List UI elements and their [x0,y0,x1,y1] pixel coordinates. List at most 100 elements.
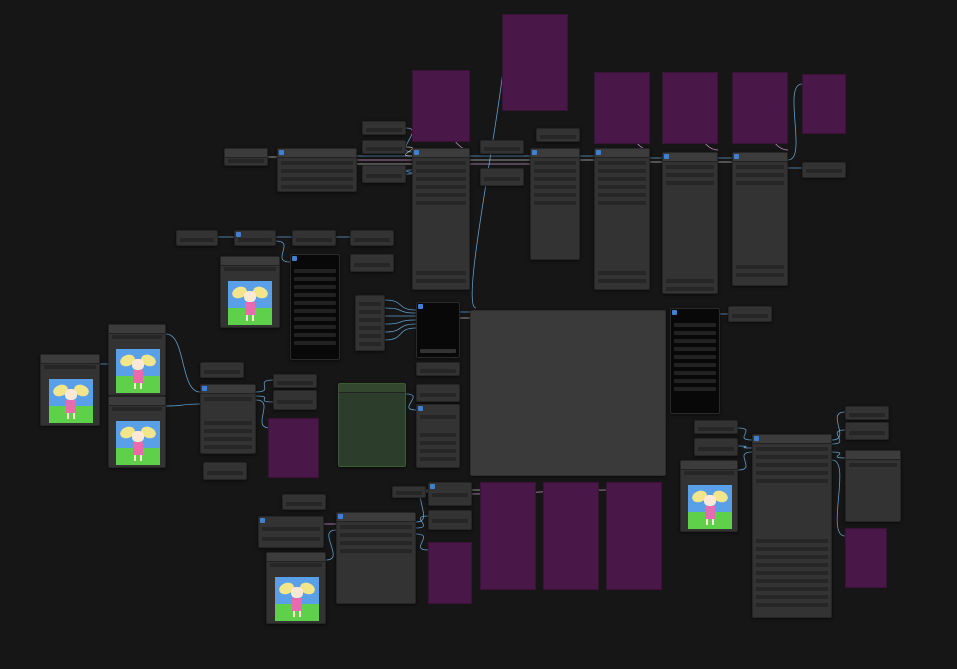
node-small-v[interactable] [428,482,472,506]
group-preview-9[interactable] [543,482,599,590]
wire-link [415,515,429,529]
group-preview-11[interactable] [845,528,887,588]
node-encoder[interactable] [200,384,256,454]
node-small-u[interactable] [392,486,426,498]
group-preview-5[interactable] [802,74,846,134]
node-text-output-1[interactable] [290,254,340,360]
node-small-z[interactable] [845,406,889,420]
badge-icon [418,304,423,309]
node-save[interactable] [802,162,846,178]
wire-link [737,451,753,471]
image-preview-icon [688,485,732,529]
node-sampler-1[interactable] [412,148,470,290]
node-small-r[interactable] [273,390,317,410]
wire-link [471,21,507,309]
group-preview-2[interactable] [594,72,650,144]
badge-icon [532,150,537,155]
node-load-image-5[interactable] [266,552,326,624]
wire-link [384,327,417,341]
node-small-n[interactable] [728,306,772,322]
badge-icon [260,518,265,523]
group-preview-top[interactable] [502,14,568,111]
badge-icon [664,154,669,159]
node-small-d[interactable] [480,140,524,154]
node-small-f[interactable] [536,128,580,142]
node-small-x[interactable] [694,420,738,434]
node-preview-black[interactable] [416,302,460,358]
node-small-y[interactable] [694,438,738,456]
badge-icon [754,436,759,441]
node-load-image-3[interactable] [108,324,166,396]
node-small-j[interactable] [350,230,394,246]
wire-link [831,411,846,441]
node-small-m[interactable] [416,384,460,402]
group-preview-7[interactable] [428,542,472,604]
badge-icon [596,150,601,155]
group-preview-1[interactable] [412,70,470,142]
wire-link [384,319,417,325]
badge-icon [292,256,297,261]
wire-link [325,529,337,561]
badge-icon [418,406,423,411]
badge-icon [414,150,419,155]
badge-icon [236,232,241,237]
node-small-q[interactable] [273,374,317,388]
wire-link [384,307,417,314]
node-small-c[interactable] [362,165,406,183]
node-load-image-1[interactable] [220,256,280,328]
node-small-aa[interactable] [845,422,889,440]
group-preview-4[interactable] [732,72,788,144]
group-note-green[interactable] [338,383,406,467]
image-canvas-panel[interactable] [470,310,666,476]
node-small-h[interactable] [234,230,276,246]
node-small-w[interactable] [428,510,472,530]
node-large-settings[interactable] [752,434,832,618]
node-small-o[interactable] [200,362,244,378]
node-sampler-6[interactable] [336,512,416,604]
node-small-a[interactable] [362,121,406,135]
image-preview-icon [228,281,272,325]
node-control[interactable] [416,404,460,468]
node-small-i[interactable] [292,230,336,246]
badge-icon [430,484,435,489]
node-sampler-2[interactable] [530,148,580,260]
node-sampler-4[interactable] [662,152,718,294]
group-preview-8[interactable] [480,482,536,590]
badge-icon [338,514,343,519]
node-upscale[interactable] [845,450,901,522]
node-loader[interactable] [224,148,268,166]
wire-link [165,403,201,407]
node-load-image-6[interactable] [680,460,738,532]
badge-icon [202,386,207,391]
node-small-p[interactable] [203,462,247,480]
image-preview-icon [116,421,160,465]
node-sampler-3[interactable] [594,148,650,290]
node-small-k[interactable] [350,254,394,272]
wire-link [255,379,274,393]
image-preview-icon [275,577,319,621]
node-small-l[interactable] [416,362,460,376]
node-multi-input[interactable] [355,295,385,351]
node-text-output-2[interactable] [670,308,720,414]
node-checkpoint[interactable] [277,148,357,192]
node-small-e[interactable] [480,168,524,186]
wire-link [405,393,417,411]
group-preview-3[interactable] [662,72,718,144]
node-load-image-4[interactable] [108,396,166,468]
wire-link [255,395,274,403]
group-preview-10[interactable] [606,482,662,590]
wire-link [384,299,417,311]
node-small-b[interactable] [362,140,406,154]
node-small-s[interactable] [282,494,326,510]
badge-icon [279,150,284,155]
wire-link [831,459,846,537]
node-small-g[interactable] [176,230,218,246]
group-preview-6[interactable] [268,418,319,478]
wire-link [384,323,417,333]
wire-link [415,533,429,551]
node-small-t[interactable] [258,516,324,548]
node-sampler-5[interactable] [732,152,788,286]
wire-link [831,429,846,445]
node-load-image-2[interactable] [40,354,100,426]
